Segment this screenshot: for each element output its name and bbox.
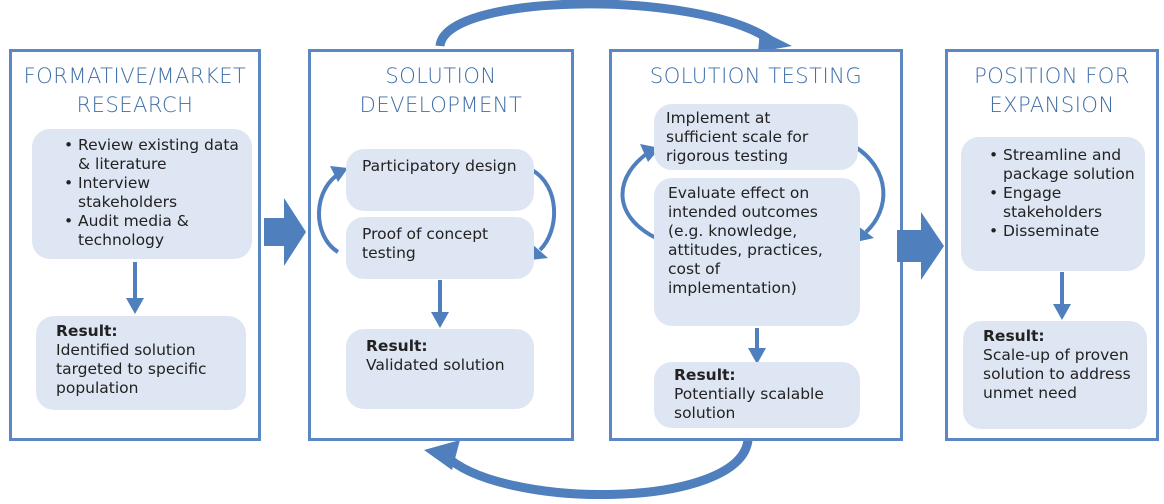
bottom-loop-arrowhead	[424, 440, 460, 470]
result-label: Result:	[366, 337, 428, 355]
activity-box-implement: Implement at sufficient scale for rigoro…	[654, 104, 858, 170]
block-arrow-3-4	[897, 212, 944, 280]
activity-item: Review existing data & literature	[64, 136, 246, 174]
result-label: Result:	[56, 322, 118, 340]
down-arrow-1	[126, 298, 144, 314]
activity-box-evaluate: Evaluate effect on intended outcomes (e.…	[654, 178, 860, 326]
result-label: Result:	[983, 327, 1045, 345]
activities-box: Streamline and package solution Engage s…	[961, 137, 1145, 271]
top-loop-arrow	[435, 0, 773, 48]
top-loop-arrowhead	[758, 30, 792, 52]
activity-box-participatory-design: Participatory design	[346, 149, 534, 211]
down-arrow-3	[748, 348, 766, 364]
result-box: Result: Identified solution targeted to …	[36, 316, 246, 410]
phase-title-line: EXPANSION	[989, 93, 1115, 117]
cycle-arrow-right-2	[530, 168, 557, 252]
activity-item: Engage stakeholders	[989, 184, 1141, 222]
down-arrow-4	[1053, 304, 1071, 320]
activity-item: Audit media & technology	[64, 212, 246, 250]
phase-title-line: RESEARCH	[76, 93, 194, 117]
phase-title: SOLUTION TESTING	[612, 62, 900, 91]
down-arrow-2	[431, 312, 449, 328]
activity-text: Evaluate effect on intended outcomes (e.…	[668, 184, 823, 297]
block-arrow-1-2	[264, 198, 306, 266]
result-label: Result:	[674, 366, 736, 384]
activity-text: Participatory design	[362, 157, 517, 175]
bottom-loop-arrow	[441, 438, 753, 499]
phase-title: POSITION FOR EXPANSION	[948, 62, 1156, 120]
cycle-arrow-left-3	[620, 148, 657, 240]
result-box: Result: Validated solution	[346, 329, 534, 409]
phase-title-line: FORMATIVE/MARKET	[23, 64, 247, 88]
result-text: Identified solution targeted to specific…	[56, 341, 207, 397]
activity-item: Streamline and package solution	[989, 146, 1141, 184]
activity-item: Interview stakeholders	[64, 174, 246, 212]
result-box: Result: Scale-up of proven solution to a…	[963, 321, 1147, 429]
activity-text: Implement at sufficient scale for rigoro…	[666, 109, 809, 165]
phase-title-line: SOLUTION	[385, 64, 497, 88]
result-text: Validated solution	[366, 356, 505, 374]
result-box: Result: Potentially scalable solution	[654, 362, 860, 428]
activity-box-proof-of-concept: Proof of concept testing	[346, 217, 534, 279]
activity-item: Disseminate	[989, 222, 1141, 241]
result-text: Potentially scalable solution	[674, 385, 824, 422]
cycle-arrow-right-3	[852, 144, 886, 234]
activities-box: Review existing data & literature Interv…	[32, 129, 252, 259]
phase-title-line: SOLUTION TESTING	[649, 64, 863, 88]
activity-text: Proof of concept testing	[362, 225, 489, 262]
phase-title-line: POSITION FOR	[974, 64, 1130, 88]
result-text: Scale-up of proven solution to address u…	[983, 346, 1131, 402]
phase-title: SOLUTION DEVELOPMENT	[311, 62, 571, 120]
cycle-arrow-left-2	[317, 170, 344, 254]
phase-title: FORMATIVE/MARKET RESEARCH	[12, 62, 258, 120]
phase-title-line: DEVELOPMENT	[359, 93, 523, 117]
